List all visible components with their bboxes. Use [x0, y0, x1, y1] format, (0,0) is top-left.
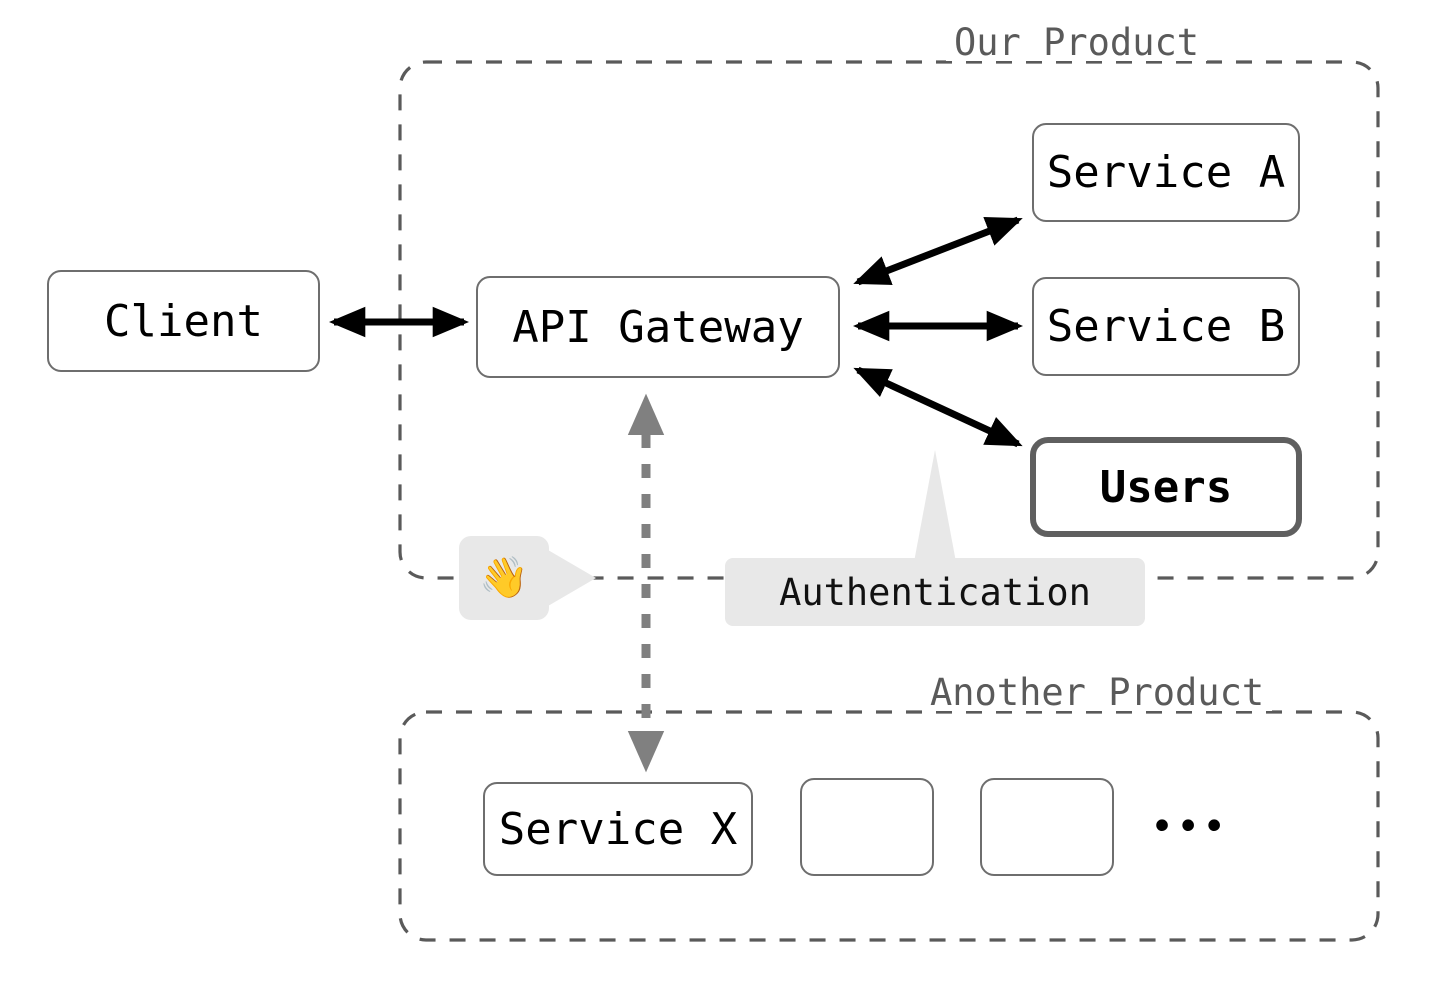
node-service-x[interactable]: Service X [483, 782, 753, 876]
node-service-a[interactable]: Service A [1032, 123, 1300, 222]
edge-label-authentication: Authentication [725, 558, 1145, 626]
cluster-label-our-product: Our Product [946, 24, 1208, 61]
authentication-label-pointer [914, 450, 956, 562]
node-placeholder-1[interactable] [800, 778, 934, 876]
waving-hand-icon: 👋 [459, 536, 549, 620]
edge-api-gateway-users [853, 366, 1023, 448]
node-list-ellipsis: ••• [1150, 804, 1229, 850]
node-placeholder-2[interactable] [980, 778, 1114, 876]
edge-api-gateway-service-a [853, 216, 1023, 286]
wave-callout-pointer [548, 550, 596, 606]
node-service-b[interactable]: Service B [1032, 277, 1300, 376]
cluster-label-another-product: Another Product [922, 674, 1273, 711]
node-users[interactable]: Users [1030, 437, 1302, 537]
node-api-gateway[interactable]: API Gateway [476, 276, 840, 378]
node-client[interactable]: Client [47, 270, 320, 372]
